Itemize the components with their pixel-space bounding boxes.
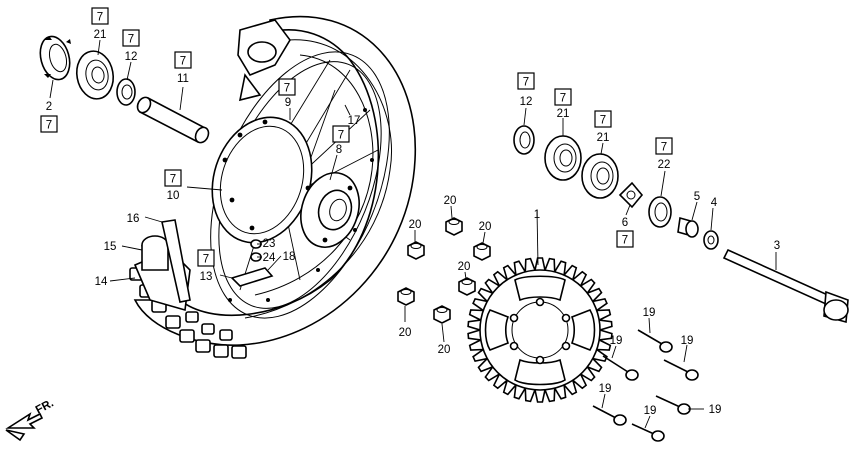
callout-23: 23 — [263, 238, 276, 250]
callout-20-e: 20 — [399, 327, 412, 339]
part-19-bolt-e — [592, 405, 627, 426]
boxed-label-7-8: 7 — [332, 125, 350, 143]
boxed-label-7-11: 7 — [174, 51, 192, 69]
callout-17: 17 — [348, 115, 361, 127]
callout-20-d: 20 — [458, 261, 471, 273]
callout-16: 16 — [127, 213, 140, 225]
svg-text:7: 7 — [170, 174, 176, 186]
svg-text:7: 7 — [661, 142, 667, 154]
part-12-seal-left — [116, 78, 136, 106]
svg-text:7: 7 — [180, 56, 186, 68]
callout-18: 18 — [283, 251, 296, 263]
svg-text:7: 7 — [338, 130, 344, 142]
part-2-collar — [39, 35, 71, 81]
boxed-label-7-21: 7 — [91, 7, 109, 25]
part-12-seal-right — [513, 125, 535, 155]
boxed-label-7-9: 7 — [278, 78, 296, 96]
part-20-nut-d — [458, 277, 476, 296]
boxed-label-7-12: 7 — [122, 29, 140, 47]
callout-22: 22 — [658, 159, 671, 171]
part-19-bolt-b — [602, 355, 639, 381]
part-6-lock-washer — [618, 181, 644, 209]
callout-12-left: 12 — [125, 51, 138, 63]
front-direction-label: FR. — [34, 397, 56, 416]
callout-9: 9 — [285, 97, 291, 109]
callout-24: 24 — [263, 252, 276, 264]
part-14-15-16-chain-guide — [133, 219, 191, 312]
boxed-label-7-r21b: 7 — [594, 110, 612, 128]
part-21-bearing-right-a — [544, 135, 582, 181]
front-direction-arrow: FR. — [5, 397, 56, 442]
upper-wheel-fitting — [237, 19, 291, 102]
callout-19-e: 19 — [599, 383, 612, 395]
callout-19-f: 19 — [644, 405, 657, 417]
part-3-rear-axle — [722, 248, 849, 324]
wheel-hub — [211, 116, 360, 248]
part-18-clip — [230, 267, 274, 287]
part-21-bearing-right-b — [581, 153, 619, 199]
svg-text:7: 7 — [46, 120, 52, 132]
part-19-bolt-f — [631, 423, 665, 442]
part-1-driven-sprocket — [467, 257, 613, 403]
part-22-seal — [648, 196, 672, 228]
callout-19-a: 19 — [643, 307, 656, 319]
boxed-label-7-22: 7 — [655, 137, 673, 155]
callout-3: 3 — [774, 240, 780, 252]
part-20-nut-c — [473, 242, 491, 261]
callout-12-right: 12 — [520, 96, 533, 108]
callout-21-right-b: 21 — [597, 132, 610, 144]
part-19-bolt-c — [663, 359, 699, 381]
part-20-nut-f — [433, 305, 451, 324]
callout-21-right-a: 21 — [557, 108, 570, 120]
callout-2: 2 — [46, 101, 52, 113]
part-5-collar — [677, 216, 699, 238]
part-11-distance-collar — [136, 96, 210, 144]
boxed-label-7-r12: 7 — [517, 72, 535, 90]
svg-text:7: 7 — [284, 83, 290, 95]
callout-11: 11 — [177, 73, 189, 85]
callout-6: 6 — [622, 217, 628, 229]
callout-5: 5 — [694, 191, 700, 203]
callout-20-b: 20 — [444, 195, 457, 207]
boxed-label-7-6: 7 — [616, 230, 634, 248]
boxed-label-7-r21a: 7 — [554, 88, 572, 106]
boxed-label-7-13: 7 — [197, 249, 215, 267]
part-20-nut-b — [445, 217, 463, 236]
callout-8: 8 — [336, 144, 342, 156]
part-19-bolt-a — [637, 329, 673, 353]
callout-numbers: 21 12 11 2 9 17 8 10 16 15 14 13 23 24 1… — [46, 29, 780, 417]
svg-text:7: 7 — [560, 93, 566, 105]
leader-lines — [49, 39, 777, 429]
part-21-bearing-left — [75, 50, 115, 100]
callout-20-a: 20 — [409, 219, 422, 231]
callout-20-f: 20 — [438, 344, 451, 356]
callout-19-b: 19 — [610, 335, 623, 347]
callout-4: 4 — [711, 197, 718, 209]
callout-21-left: 21 — [94, 29, 107, 41]
callout-13: 13 — [200, 271, 213, 283]
svg-text:7: 7 — [97, 12, 103, 24]
svg-text:7: 7 — [523, 77, 529, 89]
svg-text:7: 7 — [622, 235, 628, 247]
boxed-label-7-2: 7 — [40, 115, 58, 133]
svg-text:7: 7 — [203, 254, 209, 266]
callout-14: 14 — [95, 276, 108, 288]
part-20-nut-a — [407, 241, 425, 260]
svg-text:7: 7 — [128, 34, 134, 46]
callout-10: 10 — [167, 190, 180, 202]
callout-1: 1 — [534, 209, 540, 221]
part-19-bolt-d — [655, 395, 691, 415]
callout-15: 15 — [104, 241, 117, 253]
boxed-label-7-10: 7 — [164, 169, 182, 187]
callout-19-d: 19 — [709, 404, 722, 416]
part-4-washer — [703, 230, 719, 250]
tire-tread-blocks — [129, 267, 247, 359]
callout-20-c: 20 — [479, 221, 492, 233]
callout-19-c: 19 — [681, 335, 694, 347]
part-20-nut-e — [397, 287, 415, 306]
svg-text:7: 7 — [600, 115, 606, 127]
